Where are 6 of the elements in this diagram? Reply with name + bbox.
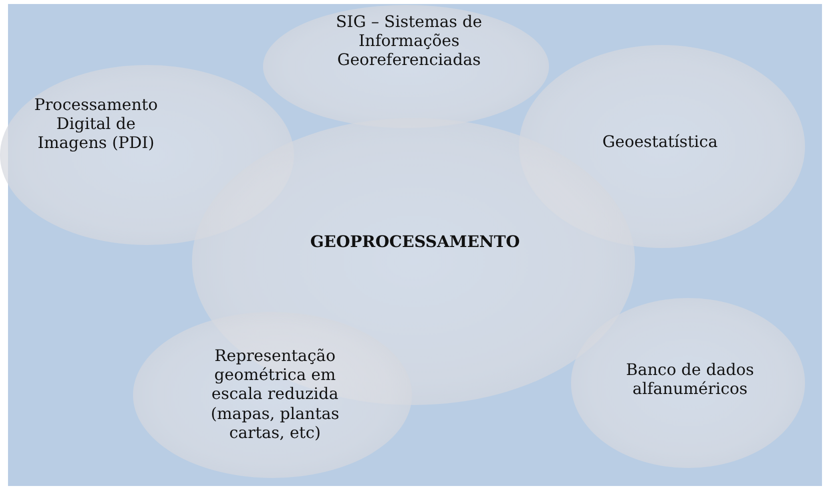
node-label: SIG – Sistemas de Informações Georeferenciadas: [334, 12, 484, 70]
node-label: Representação geométrica em escala reduzida (mapas, plantas cartas, etc): [210, 346, 340, 442]
node-label: Geoestatística: [601, 132, 719, 152]
node-label: GEOPROCESSAMENTO: [309, 232, 521, 252]
node-label: Banco de dados alfanuméricos: [625, 360, 755, 398]
node-label: Processamento Digital de Imagens (PDI): [33, 95, 159, 153]
